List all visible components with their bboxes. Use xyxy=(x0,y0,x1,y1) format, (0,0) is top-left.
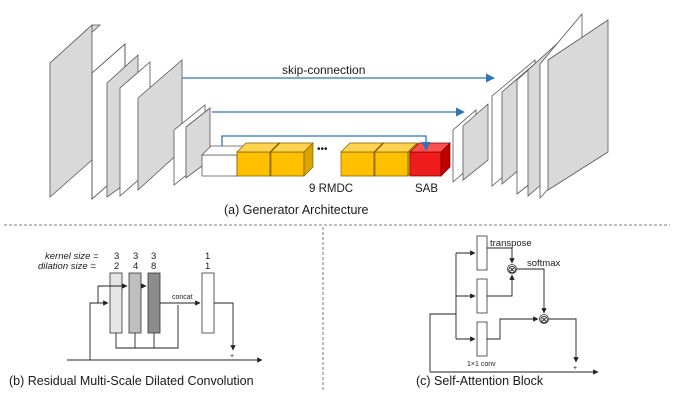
sab-wiring xyxy=(429,247,599,375)
rmdc-plus: + xyxy=(230,353,234,360)
skip-connection-label: skip-connection xyxy=(282,63,365,77)
conv-1x1-label: 1×1 conv xyxy=(467,361,496,368)
caption-b: (b) Residual Multi-Scale Dilated Convolu… xyxy=(9,374,254,388)
caption-c: (c) Self-Attention Block xyxy=(416,374,544,388)
rmdc-label: 9 RMDC xyxy=(309,183,353,195)
multiply-node-1 xyxy=(507,264,517,274)
conv-bar-1x1 xyxy=(201,272,215,334)
sab-conv-value xyxy=(476,321,488,357)
multiply-node-2 xyxy=(539,314,549,324)
caption-a: (a) Generator Architecture xyxy=(224,203,369,217)
decoder-plate-8 xyxy=(547,19,609,191)
dilation-value-1: 2 xyxy=(114,261,119,272)
sab-block-diagram: ⊗ ⊗ transpose softmax 1×1 conv + (c) Sel… xyxy=(416,235,599,388)
concat-label: concat xyxy=(172,294,193,301)
dilation-value-3: 8 xyxy=(151,261,156,272)
softmax-label: softmax xyxy=(527,258,561,269)
sab-label: SAB xyxy=(415,183,438,195)
encoder-plate-1 xyxy=(49,24,93,198)
dilation-value-2: 4 xyxy=(133,261,138,272)
rmdc-block-diagram: kernel size = dilation size = 3 3 3 1 2 … xyxy=(9,251,263,388)
kernel-value-2: 3 xyxy=(133,251,138,262)
kernel-value-1: 3 xyxy=(114,251,119,262)
encoder-plates xyxy=(48,24,211,200)
kernel-value-3: 3 xyxy=(151,251,156,262)
decoder-plates xyxy=(452,12,609,200)
conv-bar-dilation-4 xyxy=(128,272,142,334)
conv-bar-dilation-2 xyxy=(109,272,123,334)
sab-cube xyxy=(409,142,451,177)
kernel-value-4: 1 xyxy=(205,251,210,262)
generator-architecture: skip-connection ••• xyxy=(48,12,609,217)
sab-plus: + xyxy=(573,365,577,372)
dilation-value-4: 1 xyxy=(205,261,210,272)
rmdc-wiring xyxy=(67,283,263,363)
rmdc-cube-2 xyxy=(270,142,314,177)
multiply-sign-2: ⊗ xyxy=(540,314,549,326)
ellipsis: ••• xyxy=(317,144,328,155)
dilation-size-label: dilation size = xyxy=(38,261,96,272)
transpose-label: transpose xyxy=(490,238,532,249)
sab-conv-key xyxy=(476,278,488,314)
inner-skip-arrow xyxy=(221,135,431,151)
multiply-sign-1: ⊗ xyxy=(508,264,517,276)
conv-bar-dilation-8 xyxy=(147,272,161,334)
decoder-plate-2 xyxy=(462,103,489,181)
kernel-size-label: kernel size = xyxy=(45,251,99,262)
sab-conv-query xyxy=(476,235,488,271)
